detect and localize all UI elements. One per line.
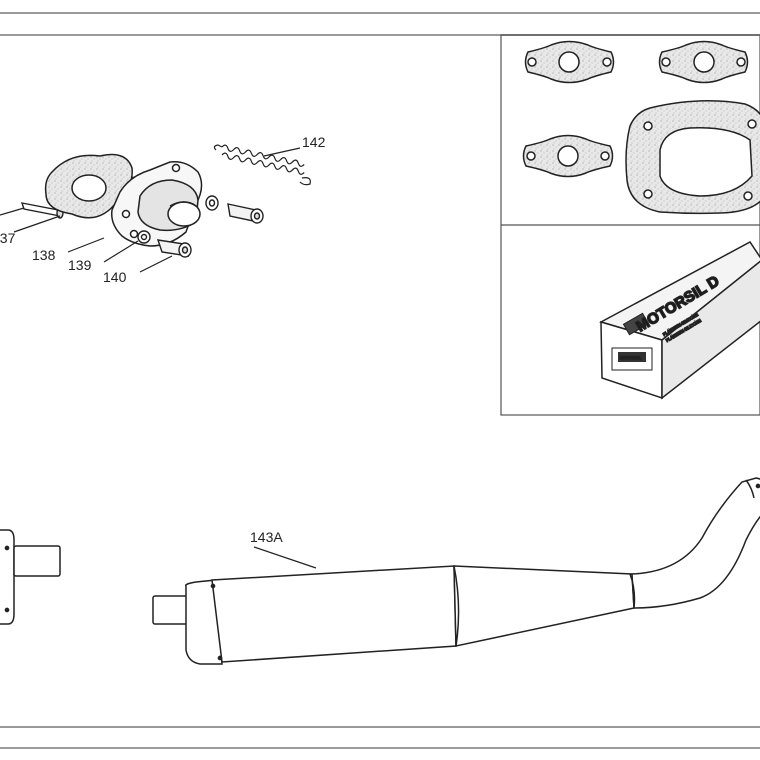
silencer-partial-icon: [0, 529, 61, 625]
gasket-icon: [658, 40, 749, 84]
inset-panel: [500, 34, 760, 416]
gasket-icon: [522, 134, 614, 178]
cylinder-gasket-icon: [625, 100, 760, 215]
washer-icon: [137, 230, 151, 244]
intake-manifold-icon: [110, 160, 203, 247]
leader-lines: [0, 147, 317, 569]
callout-137: 137: [0, 230, 16, 246]
callout-142: 142: [302, 134, 326, 150]
gasket-icon: [524, 40, 615, 84]
nut-icon: [156, 239, 192, 258]
washer-icon: [205, 195, 219, 211]
intake-gasket-icon: [44, 153, 133, 219]
sealant-box-icon: MOTORSIL D PLANTIUM SILICONE PLANTIUM SI…: [599, 241, 760, 400]
exhaust-pipe-icon: [152, 477, 760, 665]
spring-icon: [213, 144, 311, 186]
callout-138: 138: [32, 247, 56, 263]
sealant-side-text: MOTORSIL: [620, 355, 642, 360]
callout-143a: 143A: [250, 529, 283, 545]
callout-139: 139: [68, 257, 92, 273]
spacer-icon: [227, 203, 264, 224]
callout-140: 140: [103, 269, 127, 285]
